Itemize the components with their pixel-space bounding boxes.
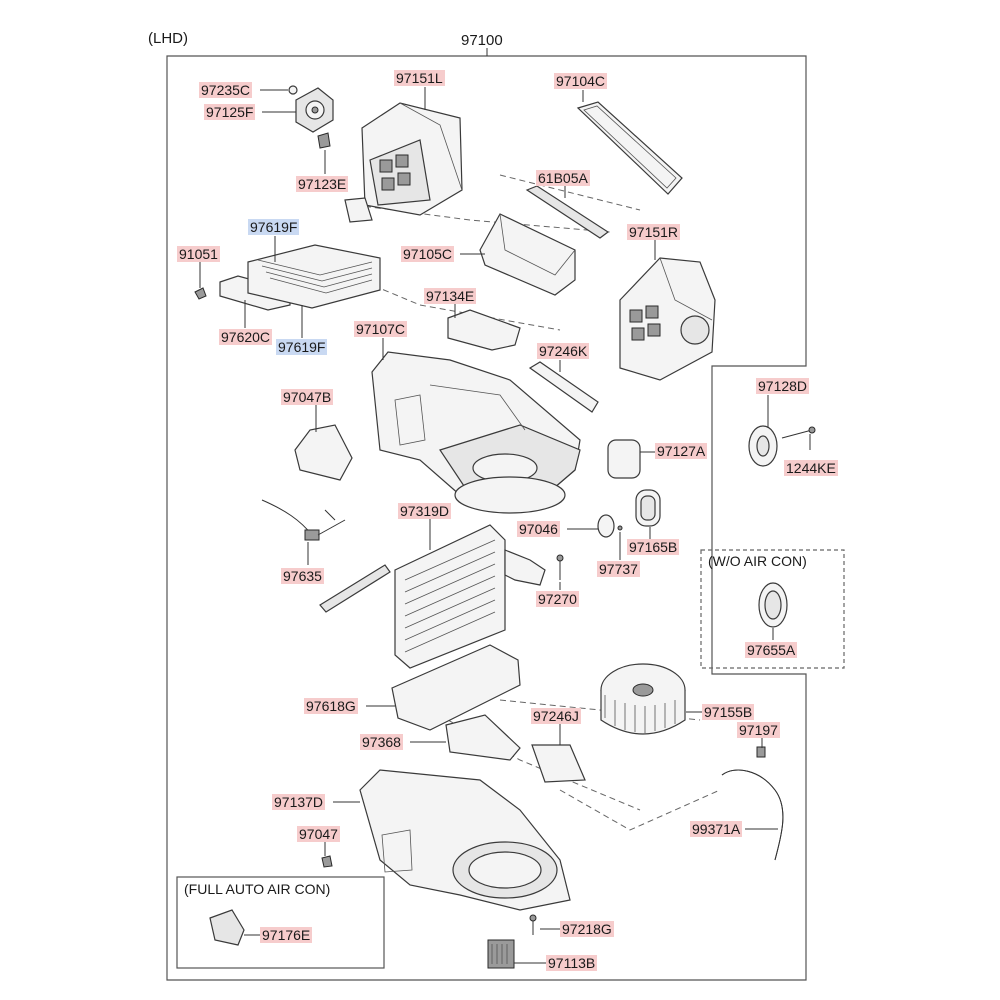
part-label-97235C: 97235C [199,82,253,98]
full-auto-box [176,876,385,969]
part-label-97619F-bottom: 97619F [276,339,328,355]
variant-label: (LHD) [148,30,188,47]
screw-1244KE [781,429,813,439]
actuator-97125F [295,87,334,133]
part-label-97134E: 97134E [424,288,477,304]
wo-aircon-title: (W/O AIR CON) [708,553,807,569]
part-label-97127A: 97127A [655,443,708,459]
part-label-97125F: 97125F [204,104,256,120]
strip-seal [319,564,391,613]
part-label-97618G: 97618G [304,698,358,714]
pad-97134E [447,309,521,351]
full-auto-title: (FULL AUTO AIR CON) [184,881,331,897]
part-label-97151L: 97151L [394,70,445,86]
part-label-97046: 97046 [517,521,560,537]
assembly-number: 97100 [461,32,503,49]
part-label-1244KE: 1244KE [784,460,838,476]
part-label-97104C: 97104C [554,73,608,89]
leader-lines [199,87,811,964]
sensor-97635 [261,499,346,541]
part-label-97270: 97270 [536,591,579,607]
dash-line [559,789,721,831]
dash-line [354,204,611,233]
part-label-97105C: 97105C [401,246,455,262]
part-label-97047B: 97047B [281,389,334,405]
part-label-97218G: 97218G [560,921,614,937]
assembly-frame [166,55,807,981]
gasket-97104C [576,101,683,195]
part-label-97047: 97047 [297,826,340,842]
part-label-97165B: 97165B [627,539,680,555]
heater-case-97107C [371,351,581,514]
hose-99371A [721,769,784,861]
duct-97105C [479,213,576,296]
part-label-99371A: 99371A [690,821,743,837]
dash-line [499,699,701,721]
dash-line [499,174,641,211]
clip-97047 [321,855,333,868]
part-label-97737: 97737 [597,561,640,577]
bolt-97197 [756,746,766,758]
part-label-97113B: 97113B [546,955,598,971]
clip-91051 [194,287,207,300]
intake-housing-97151R [619,257,716,381]
part-label-97619F-top: 97619F [248,219,300,235]
part-label-97635: 97635 [281,568,324,584]
part-label-97655A: 97655A [745,642,798,658]
part-label-97107C: 97107C [354,321,408,337]
part-label-97151R: 97151R [627,224,681,240]
part-label-97137D: 97137D [272,794,326,810]
part-label-61B05A: 61B05A [536,170,590,186]
drain-pan-97618G [391,644,521,731]
part-label-97246J: 97246J [531,708,581,724]
blower-motor-97155B [600,663,686,735]
part-label-97123E: 97123E [296,176,349,192]
strip-61B05A [525,185,610,239]
part-label-97368: 97368 [360,734,403,750]
part-label-97319D: 97319D [398,503,452,519]
seal-97246K [528,361,599,413]
clip-97046 [597,514,615,538]
washer-97235C [288,85,298,95]
intake-housing-97151L [344,102,463,223]
part-label-91051: 91051 [177,246,220,262]
part-label-97155B: 97155B [702,704,755,720]
module-97176E [209,909,245,946]
part-label-97128D: 97128D [756,378,810,394]
evaporator-97319D [394,524,546,669]
pad-97368 [445,714,521,761]
link-97123E [317,132,331,149]
cabin-filter-97619F [247,244,381,309]
pad-97127A [607,439,641,479]
part-label-97620C: 97620C [219,329,273,345]
seal-97246J [531,744,586,783]
part-label-97197: 97197 [737,722,780,738]
wo-aircon-box [700,549,845,669]
part-label-97246K: 97246K [537,343,590,359]
lower-case-97137D [359,769,571,911]
part-label-97176E: 97176E [260,927,313,943]
cover-97047B [294,424,353,481]
